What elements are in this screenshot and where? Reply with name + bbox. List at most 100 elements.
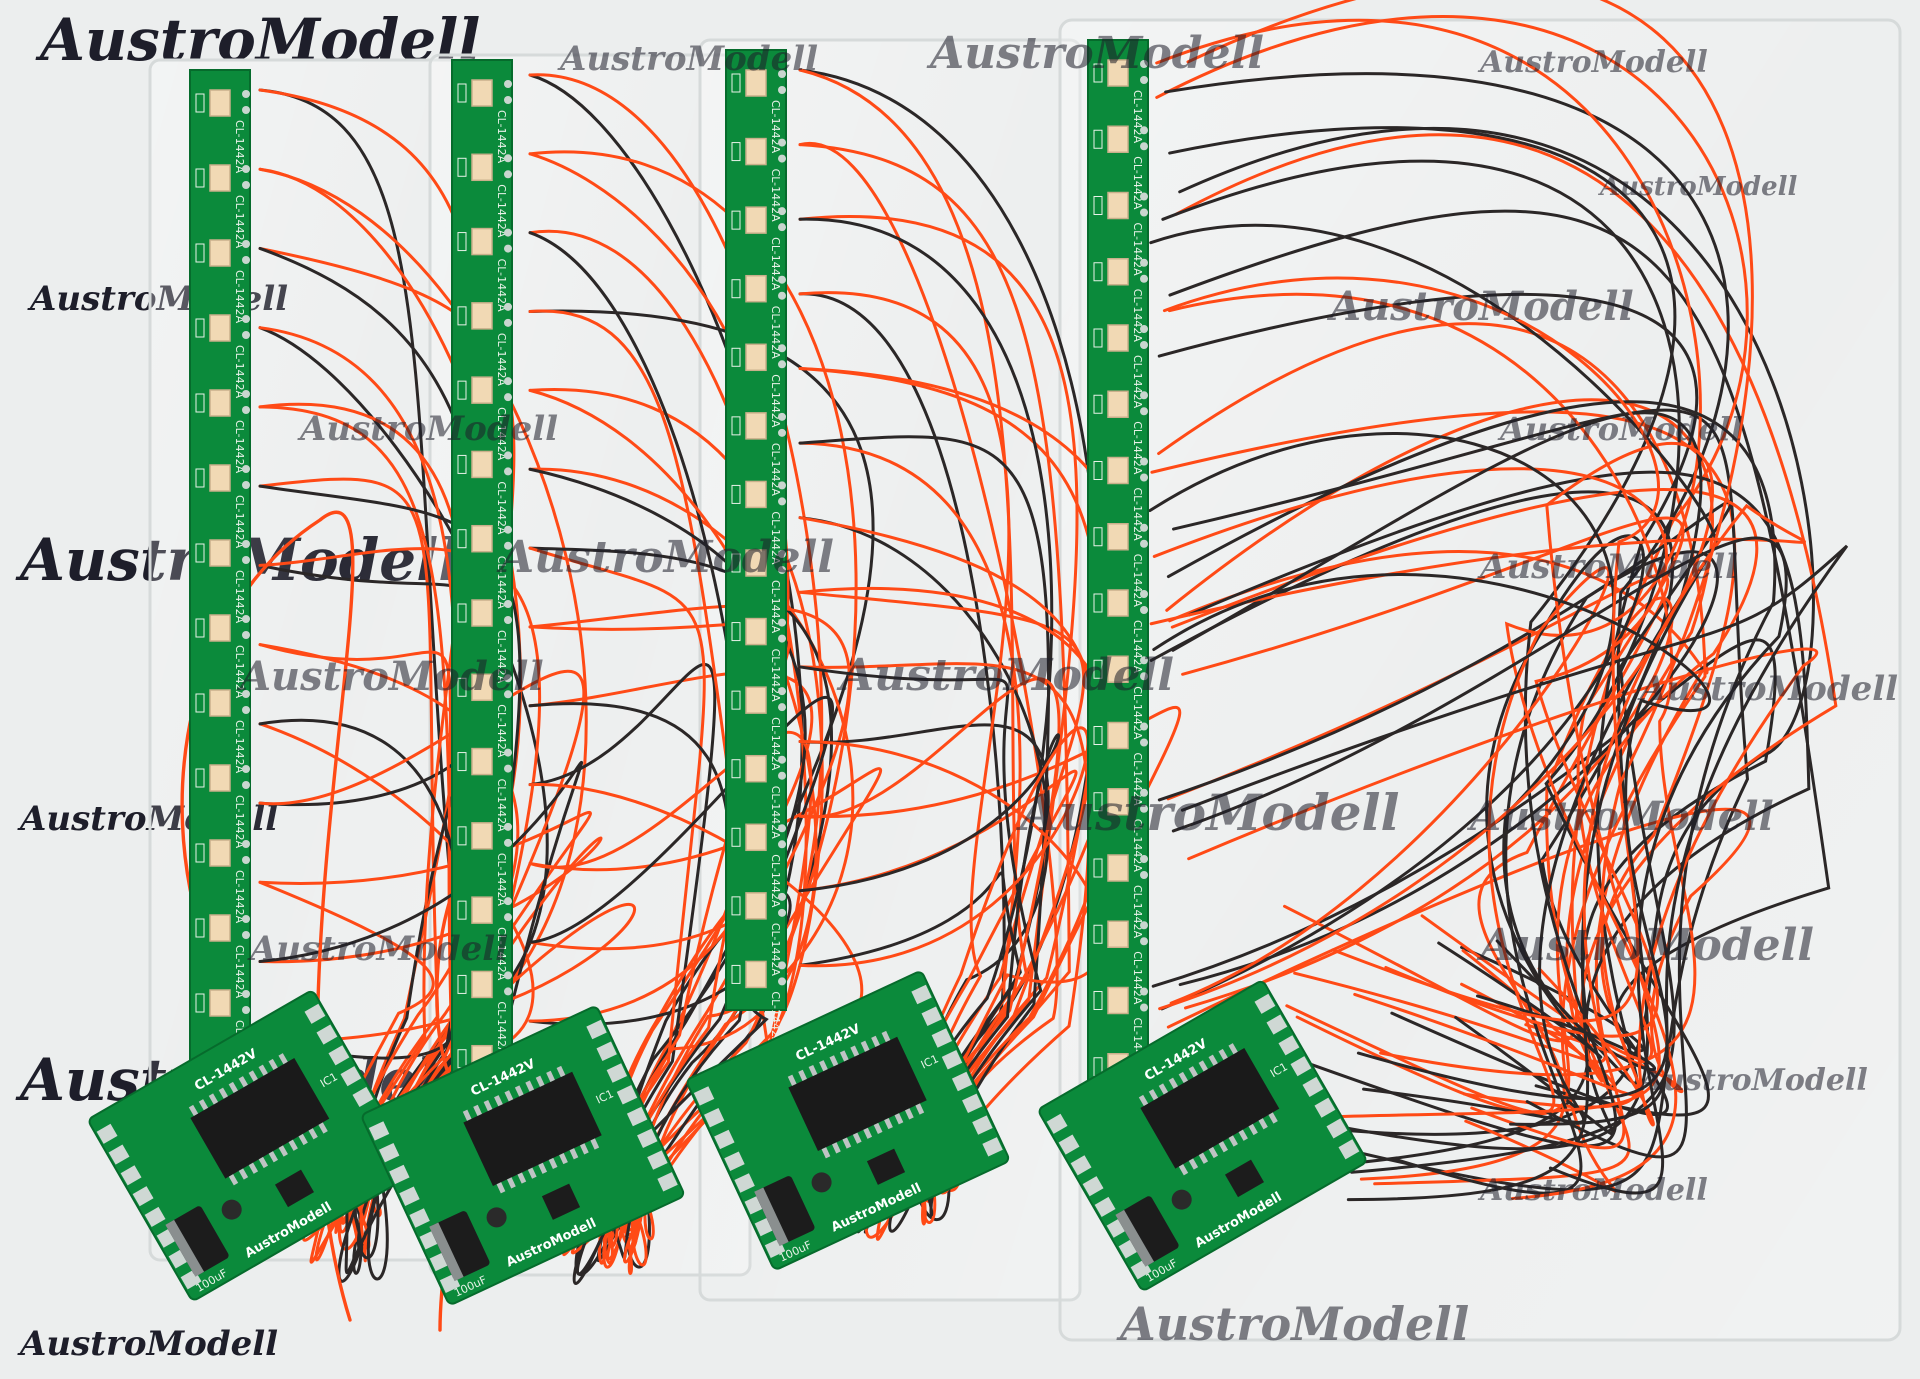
smd-led: [209, 989, 231, 1017]
red-wire: [1150, 410, 1737, 1109]
smd-led: [209, 839, 231, 867]
led-strip: CL-1442A CL-1442A CL-1442A CL-1442A CL-1442A…: [451, 59, 513, 1129]
black-wire: [798, 516, 1050, 1221]
watermark-text: AustroModell: [1597, 172, 1797, 202]
red-wire: [1155, 15, 1749, 1043]
capacitor: [166, 1206, 229, 1276]
smd-led: [1107, 390, 1129, 418]
watermark-text: AustroModell: [926, 28, 1264, 79]
smd-led: [745, 960, 767, 989]
smd-led: [1107, 125, 1129, 153]
smd-led: [209, 689, 231, 717]
black-wire: [1178, 126, 1815, 1136]
smd-led: [745, 480, 767, 509]
black-wire: [528, 696, 834, 1276]
strip-part-label: CL-1442A: [495, 779, 508, 833]
black-wire: [1149, 224, 1718, 1202]
strip-part-label: CL-1442A: [769, 374, 782, 428]
smd-led: [1107, 920, 1129, 948]
strip-part-label: CL-1442A: [495, 704, 508, 758]
strip-part-label: CL-1442A: [1131, 951, 1144, 1005]
strip-part-label: CL-1442A: [769, 511, 782, 565]
smd-led: [471, 302, 493, 330]
red-wire: [1167, 293, 1697, 1077]
smd-led: [745, 343, 767, 372]
smd-led: [745, 754, 767, 783]
black-wire: [528, 662, 717, 1285]
ic-chip: [1140, 1048, 1280, 1169]
smd-led: [1107, 655, 1129, 683]
ic-chip: [190, 1058, 330, 1179]
strip-part-label: CL-1442A: [233, 720, 246, 774]
watermark-text: AustroModell: [1477, 45, 1708, 80]
strip-part-label: CL-1442A: [495, 481, 508, 535]
smd-led: [745, 617, 767, 646]
red-wire: [528, 229, 808, 1256]
strip-part-label: CL-1442A: [495, 110, 508, 164]
strip-part-label: CL-1442A: [769, 306, 782, 360]
smd-led: [745, 412, 767, 440]
strip-part-label: CL-1442A: [233, 270, 246, 324]
led-strip: CL-1442A CL-1442A CL-1442A CL-1442A CL-1442A…: [189, 69, 251, 1149]
watermark-text: AustroModell: [1476, 920, 1814, 971]
ic-chip: [463, 1071, 602, 1186]
strip-part-label: CL-1442A: [1131, 156, 1144, 210]
strip-part-label: CL-1442A: [769, 169, 782, 223]
black-wire: [1152, 573, 1712, 1101]
smd-led: [471, 970, 493, 999]
strip-part-label: CL-1442A: [769, 991, 782, 1045]
watermark-text: AustroModell: [1477, 1173, 1708, 1208]
watermark-text: AustroModell: [236, 653, 544, 700]
red-wire: [1158, 442, 1714, 1119]
black-wire: [1164, 72, 1730, 1151]
red-wire: [1183, 596, 1674, 1186]
smd-led: [745, 549, 767, 577]
strip-part-label: CL-1442A: [233, 495, 246, 549]
watermark-text: AustroModell: [1116, 1297, 1469, 1351]
smd-led: [209, 164, 231, 192]
black-wire: [258, 326, 549, 1215]
strip-part-label: CL-1442A: [495, 630, 508, 684]
black-wire: [1166, 400, 1777, 1159]
watermark-text: AustroModell: [496, 532, 834, 583]
black-wire: [1160, 534, 1645, 1059]
watermark-text: AustroModell: [557, 39, 818, 79]
strip-part-label: CL-1442A: [233, 945, 246, 999]
red-wire: [528, 388, 818, 1265]
capacitor: [430, 1211, 490, 1280]
smd-led: [471, 153, 493, 182]
red-wire: [1162, 276, 1660, 1023]
strip-part-label: CL-1442A: [769, 649, 782, 703]
strip-part-label: CL-1442A: [769, 100, 782, 154]
ic-chip: [788, 1036, 927, 1151]
smd-led: [471, 79, 493, 107]
strip-part-label: CL-1442A: [495, 184, 508, 238]
smd-led: [209, 539, 231, 567]
red-wire: [1174, 133, 1838, 1083]
strip-part-label: CL-1442A: [769, 580, 782, 634]
strip-part-label: CL-1442A: [1131, 554, 1144, 608]
smd-led: [745, 823, 767, 852]
strip-part-label: CL-1442A: [233, 795, 246, 849]
strip-part-label: CL-1442A: [1131, 90, 1144, 144]
smd-led: [471, 450, 493, 479]
strip-part-label: CL-1442A: [495, 927, 508, 981]
strip-part-label: CL-1442A: [495, 556, 508, 610]
watermark-text: AustroModell: [1637, 669, 1898, 709]
smd-led: [471, 673, 493, 702]
black-wire: [1171, 536, 1788, 1195]
black-wire: [1178, 550, 1719, 1195]
strip-part-label: CL-1442A: [769, 717, 782, 771]
smd-led: [471, 524, 493, 553]
smd-led: [471, 747, 493, 776]
black-wire: [1180, 544, 1849, 1126]
red-wire: [258, 405, 454, 1234]
strip-part-label: CL-1442A: [495, 1001, 508, 1055]
strip-part-label: CL-1442A: [233, 570, 246, 624]
red-wire: [258, 902, 637, 1264]
led-strip: CL-1442A CL-1442A CL-1442A CL-1442A CL-1442A…: [725, 49, 787, 1045]
smd-led: [1107, 258, 1129, 286]
watermark-text: AustroModell: [1466, 793, 1774, 840]
smd-led: [745, 137, 767, 166]
